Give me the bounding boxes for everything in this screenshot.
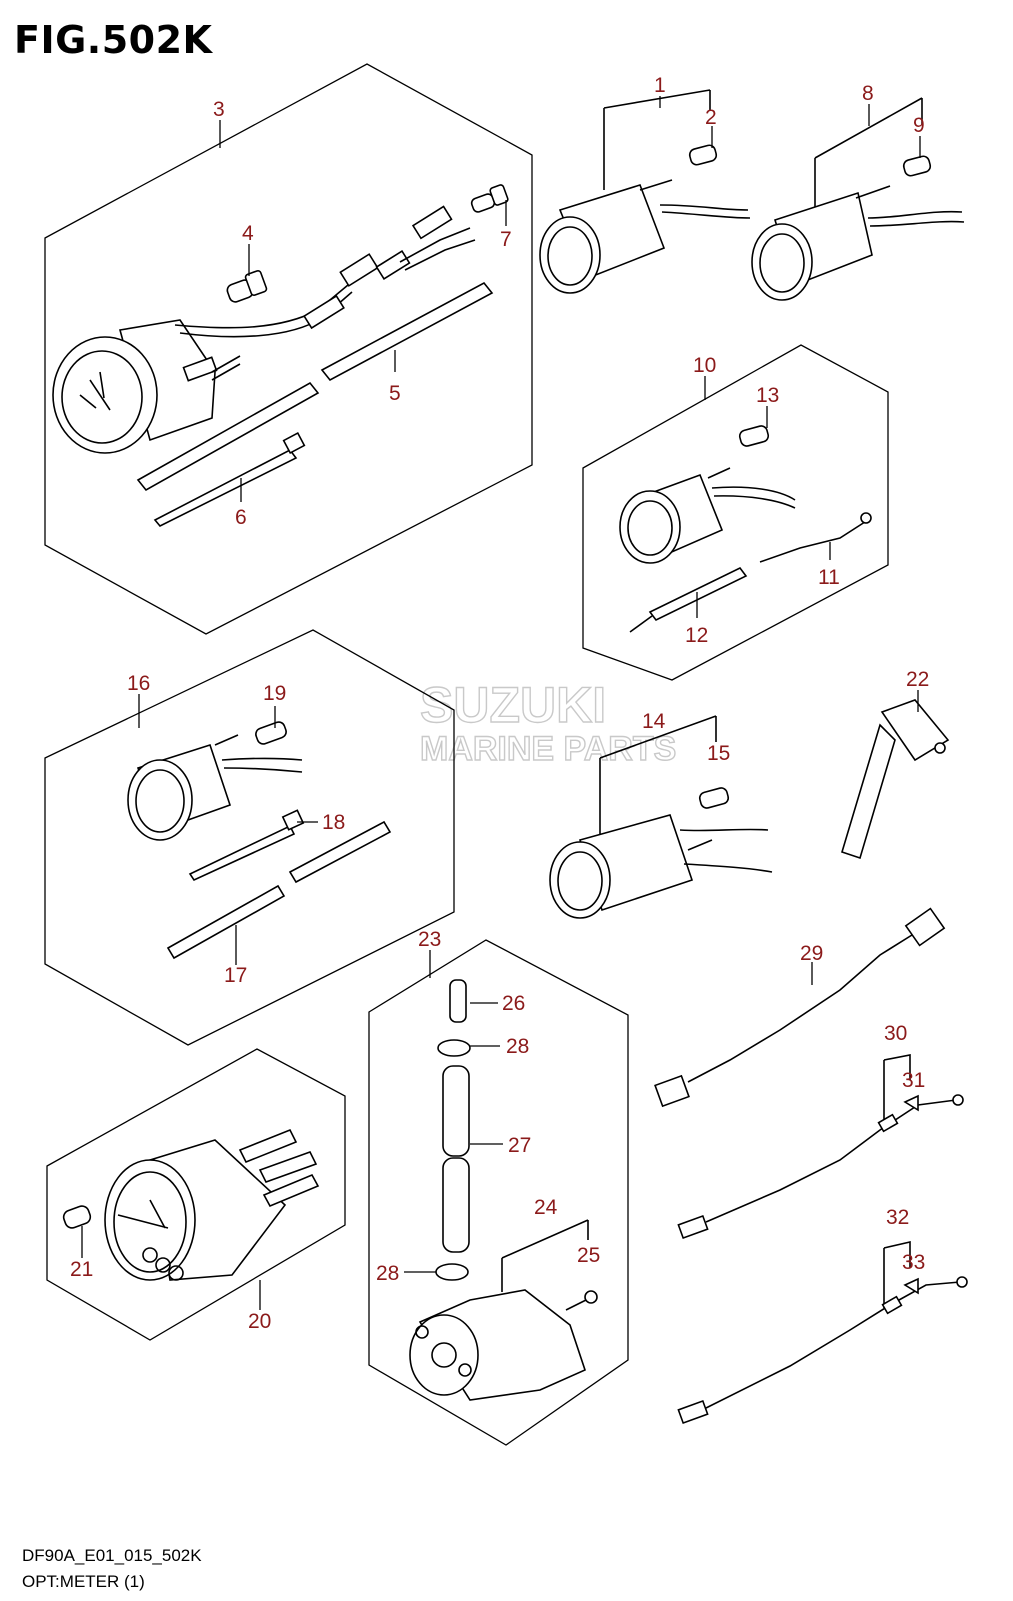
callout-32: 32 [886,1206,909,1229]
callout-19: 19 [263,682,286,705]
harness-32 [677,1240,968,1425]
callout-9: 9 [913,114,925,137]
callout-1: 1 [654,74,666,97]
harness-29 [654,907,946,1108]
clamp-28b [435,1263,469,1281]
callout-12: 12 [685,624,708,647]
callout-28-lower: 28 [376,1262,399,1285]
wire-harness-11 [759,512,872,563]
gauge-14 [549,715,773,919]
callout-27: 27 [508,1134,531,1157]
callout-4: 4 [242,222,254,245]
callout-22: 22 [906,668,929,691]
callout-labels: 1 2 3 4 5 6 7 8 9 10 11 12 13 14 15 16 1… [70,74,929,1333]
group-box-16 [44,629,455,1046]
screw-25 [565,1290,598,1311]
bulb-15 [698,787,730,809]
callout-18: 18 [322,811,345,834]
callout-15: 15 [707,742,730,765]
callout-20: 20 [248,1310,271,1333]
tube-17 [166,820,392,960]
group-box-20 [46,1048,346,1341]
bulb-13 [738,425,770,447]
bulb-7 [470,184,509,213]
sensor-22 [841,699,950,860]
gauge-10 [619,467,796,564]
gauge-1 [539,89,751,294]
callout-5: 5 [389,382,401,405]
callout-31: 31 [902,1069,925,1092]
group-box-3 [44,63,533,635]
callout-29: 29 [800,942,823,965]
wire-harness-12 [629,566,748,633]
cable-tie-6 [153,431,306,527]
bulb-4 [226,269,268,303]
callout-14: 14 [642,710,666,733]
nipple-26 [449,979,467,1023]
callout-10: 10 [693,354,716,377]
callout-6: 6 [235,506,247,529]
group-box-10 [582,344,889,681]
gauge-16 [127,734,303,841]
bulb-21 [62,1205,92,1229]
callout-23: 23 [418,928,441,951]
callout-13: 13 [756,384,779,407]
bulb-2 [688,144,718,166]
hose-27 [442,1065,470,1253]
callout-17: 17 [224,964,247,987]
callout-26: 26 [502,992,525,1015]
callout-3: 3 [213,98,225,121]
fitting-24 [409,1219,589,1401]
callout-25: 25 [577,1244,600,1267]
gauge-8 [751,97,965,301]
clip-31 [903,1094,919,1112]
tachometer-gauge [52,284,353,454]
wire-connectors-3 [303,205,476,330]
figure-title: FIG.502K [14,18,213,62]
callout-33: 33 [902,1251,925,1274]
cable-tie-18 [188,809,305,882]
callout-28-upper: 28 [506,1035,529,1058]
callout-16: 16 [127,672,150,695]
figure-code: DF90A_E01_015_502K [22,1546,202,1565]
callout-2: 2 [705,106,717,129]
callout-11: 11 [818,566,840,589]
gauge-20 [104,1128,320,1281]
leader-lines [81,96,921,1310]
callout-8: 8 [862,82,874,105]
clip-33 [903,1277,919,1295]
callout-30: 30 [884,1022,907,1045]
tube-5 [136,281,494,492]
watermark-brand: SUZUKI [420,677,606,733]
clamp-28a [437,1039,471,1057]
group-box-23 [368,939,629,1446]
bulb-19 [255,721,287,745]
harness-30 [677,1054,964,1240]
watermark-sub: MARINE PARTS [420,730,676,768]
callout-7: 7 [500,228,512,251]
callout-21: 21 [70,1258,93,1281]
watermark: SUZUKI MARINE PARTS [419,676,677,768]
bulb-9 [902,155,932,177]
figure-caption: OPT:METER (1) [22,1572,145,1591]
callout-24: 24 [534,1196,558,1219]
